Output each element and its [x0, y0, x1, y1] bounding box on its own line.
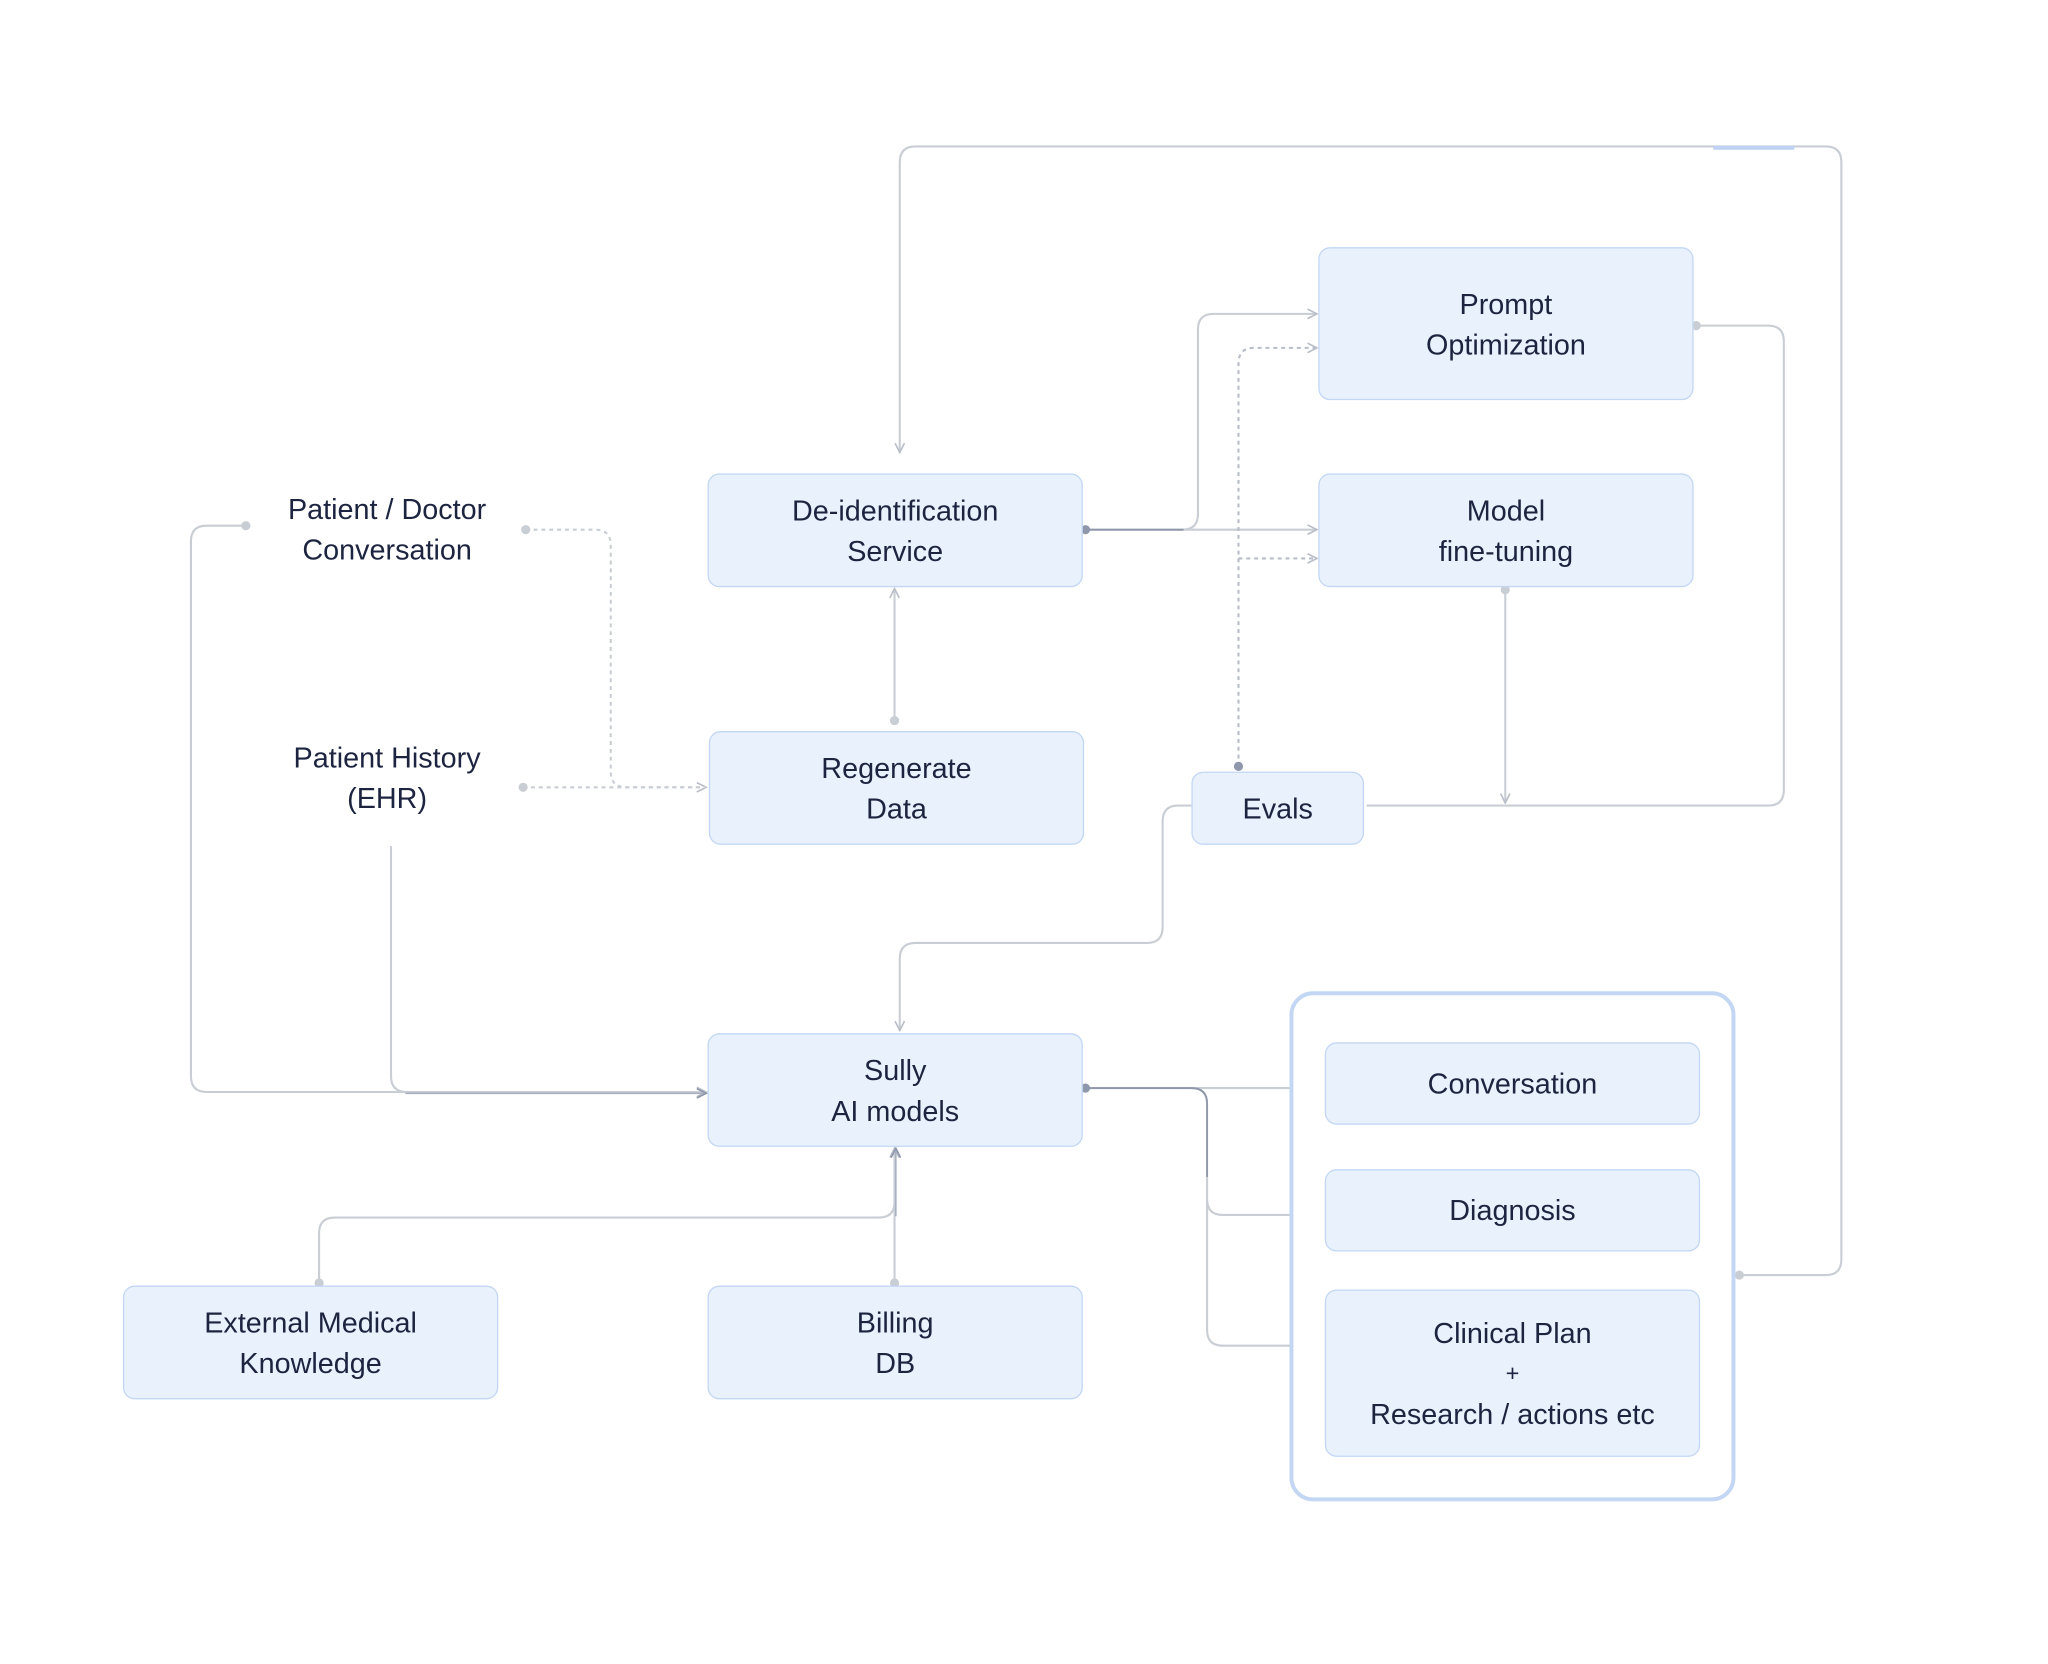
- node-label: fine-tuning: [1438, 534, 1574, 567]
- connector-dot: [241, 521, 251, 531]
- connector-dot: [521, 525, 531, 535]
- connector-conversation-to-sully: [189, 524, 706, 1092]
- connector-evals-to-sully: [900, 804, 1192, 1031]
- label-line: (EHR): [347, 782, 428, 815]
- node-label: Clinical Plan: [1433, 1316, 1592, 1349]
- conversation-output-node: Conversation: [1324, 1042, 1701, 1125]
- node-label: Sully: [863, 1053, 927, 1087]
- node-label: Diagnosis: [1449, 1194, 1576, 1227]
- connector-deid-to-prompt: [1085, 314, 1316, 531]
- evals-node: Evals: [1191, 771, 1365, 845]
- prompt-optimization-node: Prompt Optimization: [1318, 247, 1694, 401]
- connector-dot: [518, 782, 528, 792]
- plus-sign: +: [1505, 1359, 1520, 1386]
- node-label: Research / actions etc: [1370, 1397, 1655, 1431]
- node-label: Conversation: [1427, 1067, 1598, 1100]
- clinical-plan-output-node: Clinical Plan + Research / actions etc: [1324, 1289, 1701, 1457]
- node-label: Regenerate: [821, 751, 972, 785]
- patient-history-label: Patient History (EHR): [256, 738, 518, 819]
- connector-evals-to-prompt: [1237, 348, 1316, 767]
- connector-sully-out-dark: [1085, 1087, 1209, 1178]
- model-finetuning-node: Model fine-tuning: [1318, 473, 1694, 588]
- connector-prompt-to-evals: [1366, 324, 1785, 807]
- patient-doctor-conversation-label: Patient / Doctor Conversation: [256, 489, 518, 570]
- sully-ai-models-node: Sully AI models: [707, 1033, 1083, 1147]
- node-label: DB: [875, 1346, 916, 1380]
- connector-history-to-sully: [389, 846, 707, 1094]
- node-label: External Medical: [204, 1305, 417, 1339]
- node-label: Evals: [1242, 791, 1313, 825]
- connector-dot: [889, 1278, 900, 1288]
- node-label: AI models: [831, 1093, 960, 1127]
- node-label: Data: [866, 791, 927, 825]
- node-label: Optimization: [1425, 327, 1586, 361]
- connector-dot: [1233, 761, 1244, 771]
- connector-dot: [314, 1278, 324, 1288]
- connector-dot: [1734, 1270, 1744, 1280]
- external-medical-knowledge-node: External Medical Knowledge: [122, 1285, 499, 1400]
- connector-conversation-to-regen: [525, 528, 706, 788]
- diagnosis-output-node: Diagnosis: [1324, 1169, 1701, 1252]
- connector-dot: [1080, 525, 1091, 535]
- label-line: Patient / Doctor: [287, 493, 487, 526]
- node-label: Model: [1466, 493, 1546, 527]
- node-label: Knowledge: [239, 1346, 382, 1380]
- connector-dot: [1500, 585, 1510, 595]
- regenerate-data-node: Regenerate Data: [708, 731, 1085, 845]
- label-line: Conversation: [302, 533, 472, 567]
- node-label: De-identification: [792, 493, 999, 527]
- node-label: Service: [847, 534, 944, 567]
- node-label: Billing: [856, 1305, 934, 1339]
- connector-sully-to-diagnosis: [1085, 1087, 1290, 1216]
- connector-dot: [1080, 1083, 1091, 1093]
- billing-db-node: Billing DB: [707, 1285, 1083, 1400]
- deidentification-service-node: De-identification Service: [707, 473, 1083, 588]
- connector-dot: [1691, 321, 1701, 331]
- connector-sully-to-clinical: [1206, 1199, 1290, 1347]
- label-line: Patient History: [293, 741, 481, 775]
- connector-feedback-loop: [900, 145, 1843, 1277]
- node-label: Prompt: [1459, 287, 1553, 320]
- connector-external-to-sully: [318, 1148, 894, 1283]
- connector-dot: [889, 716, 900, 726]
